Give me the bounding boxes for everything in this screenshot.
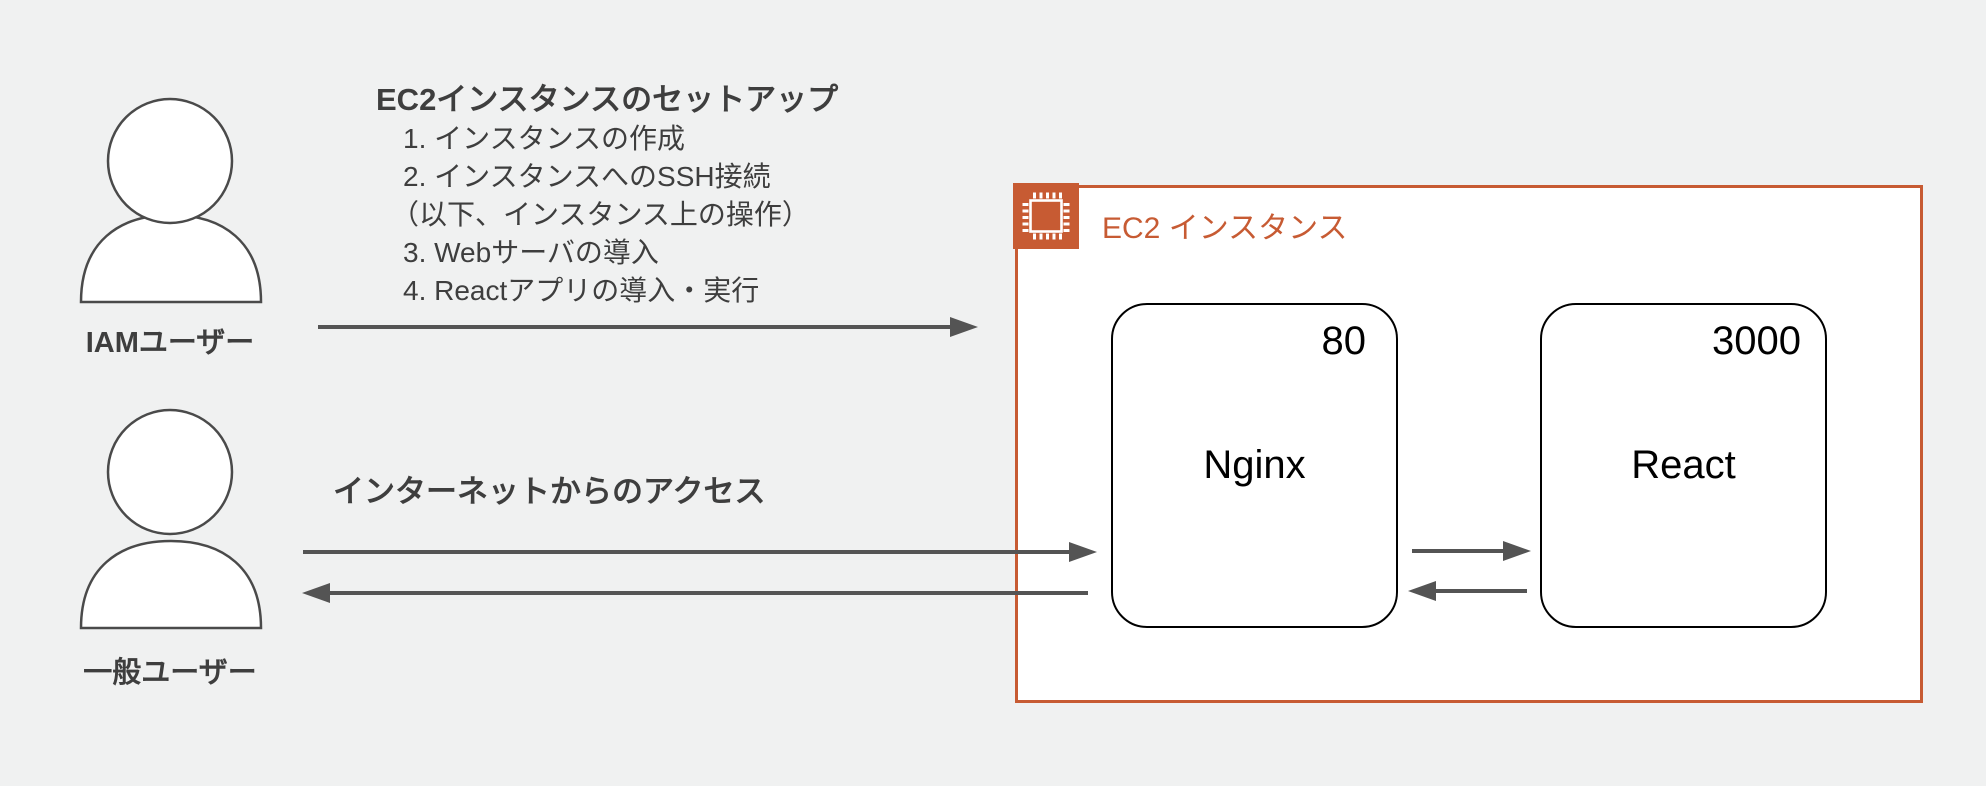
setup-step-3: 3. Webサーバの導入 bbox=[403, 237, 659, 268]
react-port-label: 3000 bbox=[1712, 319, 1801, 363]
general-user-label: 一般ユーザー bbox=[83, 657, 257, 689]
setup-steps-list: 1. インスタンスの作成 2. インスタンスへのSSH接続 （以下、インスタンス… bbox=[391, 120, 810, 310]
setup-step-note: （以下、インスタンス上の操作） bbox=[391, 199, 810, 230]
iam-user-label: IAMユーザー bbox=[85, 327, 255, 359]
setup-step-1: 1. インスタンスの作成 bbox=[403, 123, 686, 154]
iam-user-figure bbox=[79, 97, 263, 304]
nginx-box: 80 Nginx bbox=[1111, 303, 1398, 628]
iam-to-ec2-arrow bbox=[318, 317, 978, 337]
ec2-chip-icon bbox=[1013, 183, 1079, 249]
setup-step-4: 4. Reactアプリの導入・実行 bbox=[403, 275, 760, 306]
general-user-figure bbox=[79, 408, 263, 630]
setup-step-2: 2. インスタンスへのSSH接続 bbox=[403, 161, 771, 192]
internet-access-label: インターネットからのアクセス bbox=[333, 474, 766, 509]
react-box: 3000 React bbox=[1540, 303, 1827, 628]
setup-title: EC2インスタンスのセットアップ bbox=[376, 82, 839, 117]
chip-icon bbox=[1013, 183, 1079, 249]
internet-request-arrow bbox=[303, 542, 1097, 562]
nginx-name-label: Nginx bbox=[1203, 443, 1306, 487]
nginx-port-label: 80 bbox=[1321, 319, 1367, 363]
react-name-label: React bbox=[1631, 443, 1736, 487]
internet-response-arrow bbox=[302, 583, 1088, 603]
ec2-instance-label: EC2 インスタンス bbox=[1102, 212, 1348, 245]
